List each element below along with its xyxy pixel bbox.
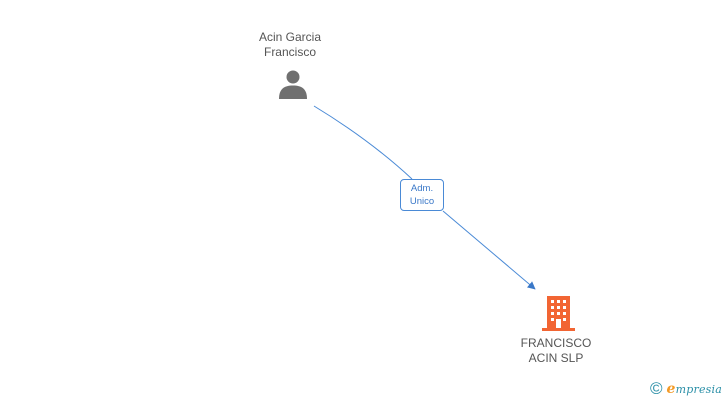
- brand-logo-rest: mpresia: [675, 383, 723, 396]
- person-name[interactable]: Acin Garcia Francisco: [230, 30, 350, 60]
- building-icon[interactable]: [542, 296, 575, 331]
- person-name-line2: Francisco: [263, 45, 316, 59]
- brand-logo-initial: e: [666, 381, 676, 397]
- relation-edge: [313, 105, 535, 289]
- brand-logo: empresia: [667, 381, 722, 397]
- copyright-icon: ©: [650, 379, 663, 398]
- person-name-line1: Acin Garcia: [258, 30, 322, 44]
- brand-watermark: © empresia: [650, 378, 722, 400]
- company-name[interactable]: FRANCISCO ACIN SLP: [496, 336, 616, 366]
- company-name-line2: ACIN SLP: [528, 351, 584, 365]
- relation-line2: Unico: [409, 196, 435, 207]
- relation-line1: Adm.: [410, 183, 434, 194]
- person-icon[interactable]: [278, 69, 308, 99]
- company-name-line1: FRANCISCO: [520, 336, 592, 350]
- relation-badge[interactable]: Adm. Unico: [400, 179, 444, 211]
